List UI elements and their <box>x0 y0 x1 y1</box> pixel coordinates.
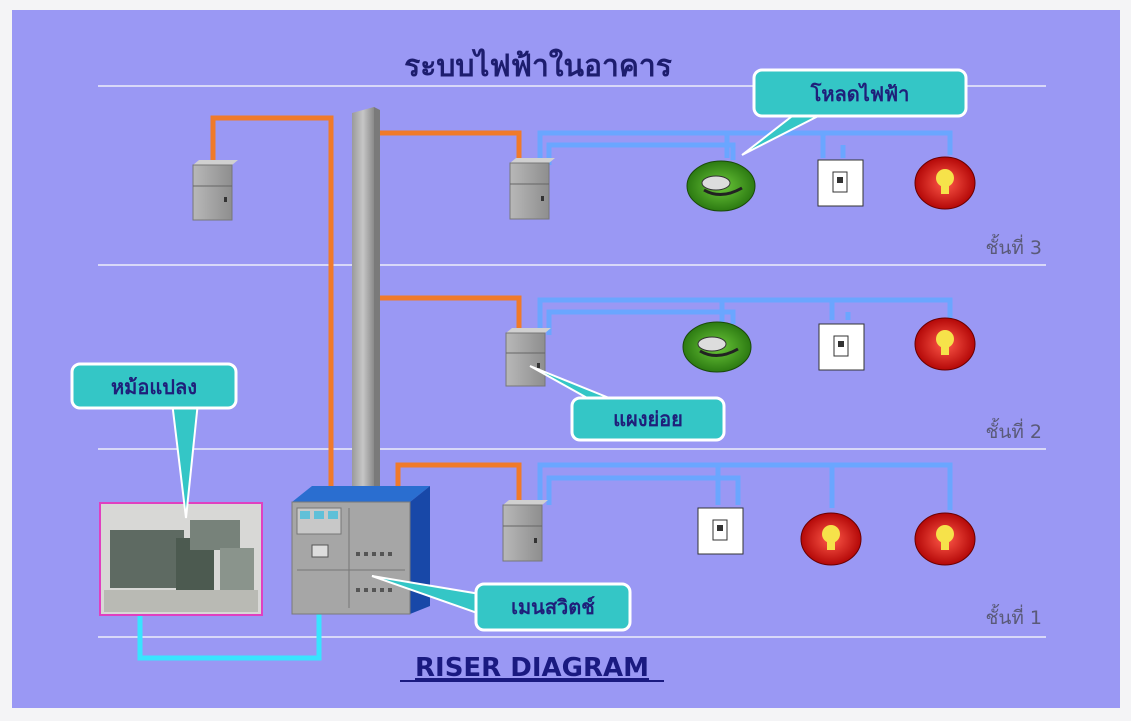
floor-3-label: ชั้นที่ 3 <box>985 234 1042 259</box>
switch-outlet-icon <box>818 323 865 371</box>
floor-2-label: ชั้นที่ 2 <box>985 418 1042 443</box>
callout-transformer-label: หม้อแปลง <box>111 375 197 399</box>
floor-1-label: ชั้นที่ 1 <box>985 604 1042 629</box>
callout-sub-panel: แผงย่อย <box>529 365 726 442</box>
panel-floor3 <box>509 158 555 220</box>
callout-main-switch: เมนสวิตช์ <box>371 575 632 632</box>
callout-main-switch-label: เมนสวิตช์ <box>511 595 595 619</box>
motor-icon <box>686 160 756 212</box>
lamp-icon <box>800 512 862 566</box>
feeder-lines <box>210 115 522 500</box>
diagram-title: ระบบไฟฟ้าในอาคาร <box>404 48 672 84</box>
riser-busway <box>352 107 380 490</box>
branch-circuits <box>537 130 953 510</box>
panel-floor2 <box>505 328 551 387</box>
riser-diagram-caption: RISER DIAGRAM <box>415 653 649 683</box>
transformer-link <box>137 612 322 661</box>
panel-floor3-left <box>192 160 238 221</box>
lamp-icon <box>914 156 976 210</box>
switch-outlet-icon <box>817 159 864 207</box>
transformer-image <box>99 502 263 616</box>
main-distribution-board <box>291 486 430 615</box>
lamp-icon <box>914 512 976 566</box>
callout-sub-panel-label: แผงย่อย <box>613 407 683 431</box>
panel-floor1 <box>502 500 548 562</box>
switch-outlet-icon <box>697 507 744 555</box>
callout-transformer: หม้อแปลง <box>70 362 238 519</box>
motor-icon <box>682 321 752 373</box>
lamp-icon <box>914 317 976 371</box>
callout-load-label: โหลดไฟฟ้า <box>810 82 910 106</box>
callout-load: โหลดไฟฟ้า <box>741 68 968 156</box>
